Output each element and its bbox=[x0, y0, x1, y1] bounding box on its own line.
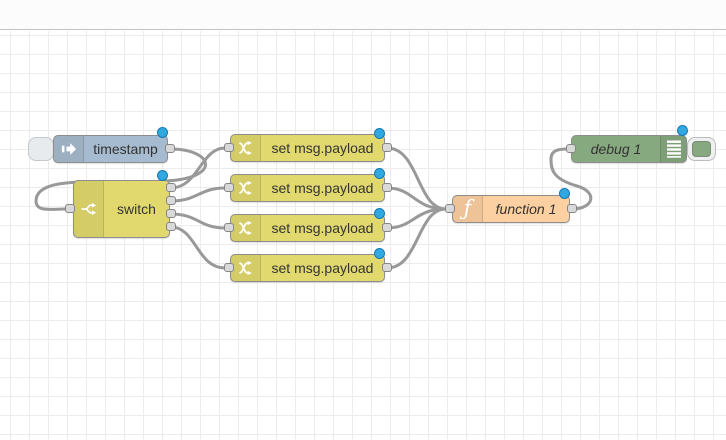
switch-output-port-3[interactable] bbox=[166, 209, 176, 218]
modified-indicator bbox=[374, 168, 385, 179]
change-node-4[interactable]: set msg.payload bbox=[230, 254, 385, 282]
shuffle-arrows-icon bbox=[231, 175, 261, 201]
list-lines-icon bbox=[660, 136, 686, 162]
shuffle-arrows-icon bbox=[231, 135, 261, 161]
wire-switch1-to-change1[interactable] bbox=[169, 146, 227, 190]
top-toolbar-area bbox=[0, 0, 726, 30]
node-label: switch bbox=[117, 201, 156, 217]
change-node-3[interactable]: set msg.payload bbox=[230, 214, 385, 242]
debug-toggle-indicator bbox=[692, 141, 711, 157]
node-label: function 1 bbox=[495, 201, 557, 217]
change1-output-port[interactable] bbox=[382, 143, 392, 152]
switch-node[interactable]: switch bbox=[73, 180, 170, 238]
change4-output-port[interactable] bbox=[382, 263, 392, 272]
modified-indicator bbox=[157, 127, 168, 138]
function-f-icon: ƒ bbox=[453, 196, 483, 222]
wire-function-to-debug[interactable] bbox=[549, 147, 593, 211]
change2-input-port[interactable] bbox=[224, 183, 234, 192]
modified-indicator bbox=[374, 208, 385, 219]
change3-output-port[interactable] bbox=[382, 223, 392, 232]
inject-node[interactable]: timestamp bbox=[53, 135, 168, 163]
node-label: set msg.payload bbox=[271, 140, 374, 156]
function-input-port[interactable] bbox=[445, 204, 455, 213]
wire-switch4-to-change4[interactable] bbox=[169, 225, 227, 270]
fork-arrows-icon bbox=[74, 181, 104, 237]
switch-input-port[interactable] bbox=[65, 204, 75, 213]
inject-output-port[interactable] bbox=[165, 144, 175, 153]
function-glyph: ƒ bbox=[463, 195, 472, 220]
switch-output-port-1[interactable] bbox=[166, 183, 176, 192]
modified-indicator bbox=[677, 125, 688, 136]
modified-indicator bbox=[157, 170, 168, 181]
function-output-port[interactable] bbox=[567, 204, 577, 213]
node-label: timestamp bbox=[93, 141, 158, 157]
change3-input-port[interactable] bbox=[224, 223, 234, 232]
wire-change4-to-function[interactable] bbox=[385, 207, 448, 270]
shuffle-arrows-icon bbox=[231, 255, 261, 281]
inject-arrow-icon bbox=[54, 136, 84, 162]
wire-switch3-to-change3[interactable] bbox=[169, 212, 227, 230]
change-node-2[interactable]: set msg.payload bbox=[230, 174, 385, 202]
node-label: set msg.payload bbox=[271, 260, 374, 276]
change1-input-port[interactable] bbox=[224, 143, 234, 152]
shuffle-arrows-icon bbox=[231, 215, 261, 241]
wire-switch2-to-change2[interactable] bbox=[169, 186, 227, 203]
modified-indicator bbox=[374, 248, 385, 259]
node-label: set msg.payload bbox=[271, 220, 374, 236]
debug-enable-toggle[interactable] bbox=[687, 137, 716, 161]
switch-output-port-2[interactable] bbox=[166, 196, 176, 205]
node-label: set msg.payload bbox=[271, 180, 374, 196]
switch-output-port-4[interactable] bbox=[166, 222, 176, 231]
function-node[interactable]: ƒ function 1 bbox=[452, 195, 570, 223]
modified-indicator bbox=[374, 128, 385, 139]
wire-change1-to-function[interactable] bbox=[385, 146, 448, 211]
debug-input-port[interactable] bbox=[566, 144, 576, 153]
change2-output-port[interactable] bbox=[382, 183, 392, 192]
debug-node[interactable]: debug 1 bbox=[571, 135, 687, 163]
modified-indicator bbox=[559, 188, 570, 199]
node-label: debug 1 bbox=[590, 141, 642, 157]
change4-input-port[interactable] bbox=[224, 263, 234, 272]
change-node-1[interactable]: set msg.payload bbox=[230, 134, 385, 162]
